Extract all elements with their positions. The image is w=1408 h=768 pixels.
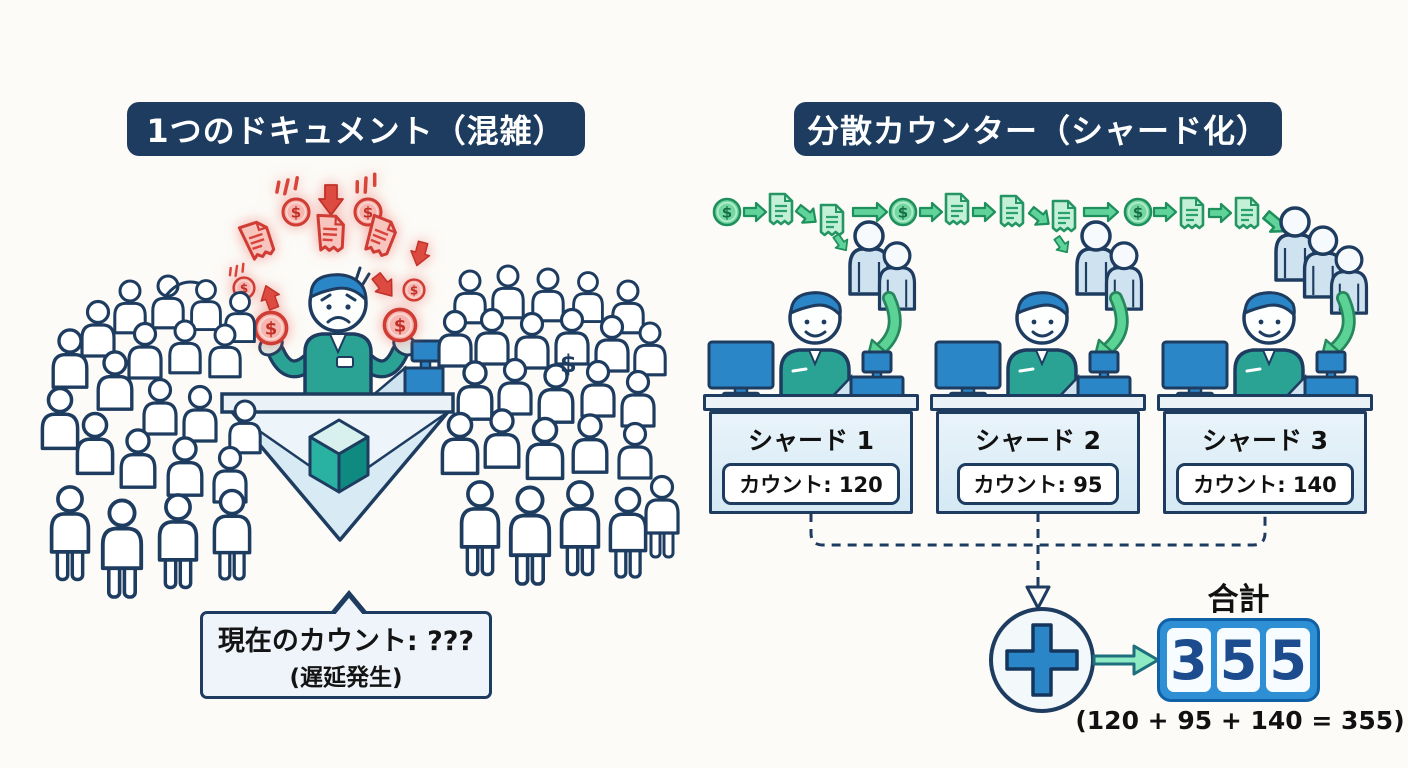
station-scene: [1161, 206, 1369, 402]
arrow-right-long-icon: [1082, 201, 1120, 223]
total-formula: (120 + 95 + 140 = 355): [1075, 706, 1405, 735]
count-bubble: 現在のカウント: ??? (遅延発生): [200, 590, 492, 699]
receipt-icon: [768, 192, 794, 226]
single-document-scene: $: [40, 172, 680, 599]
cash-register-icon: [1055, 350, 1132, 400]
shard-station: シャード 1 カウント: 120: [681, 220, 941, 530]
right-panel-title: 分散カウンター（シャード化）: [794, 102, 1282, 156]
receipt-icon: [1051, 199, 1077, 233]
customer-queue: [1075, 220, 1144, 311]
receipt-icon: [1179, 196, 1205, 230]
arrow-right-icon: [742, 201, 768, 223]
total-digit: 5: [1266, 628, 1311, 692]
receipt-icon: [944, 192, 970, 226]
shard-station: シャード 2 カウント: 95: [908, 220, 1168, 530]
customer-queue: [848, 220, 917, 311]
shard-desk-bar: [703, 394, 919, 411]
document-cube-icon: [308, 418, 370, 494]
shard-desk: シャード 3 カウント: 140: [1163, 411, 1367, 514]
bubble-delay-text: (遅延発生): [289, 664, 403, 691]
dollar-coin-icon: [888, 197, 918, 227]
arrow-down-right-icon: [791, 200, 823, 230]
dollar-squiggle: $: [560, 350, 577, 378]
stressed-cashier-icon: [258, 266, 418, 398]
arrow-right-long-icon: [851, 201, 889, 223]
shard-label: シャード 2: [974, 426, 1102, 455]
shard-label: シャード 3: [1201, 426, 1329, 455]
total-digit: 5: [1216, 628, 1261, 692]
plus-icon: [1005, 623, 1079, 697]
left-panel-title: 1つのドキュメント（混雑）: [127, 102, 585, 156]
monitor-icon: [1161, 340, 1229, 401]
monitor-icon: [934, 340, 1002, 401]
shard-desk: シャード 2 カウント: 95: [936, 411, 1140, 514]
shard-count: カウント: 95: [956, 463, 1120, 505]
arrow-to-total-icon: [1092, 644, 1160, 676]
arrow-right-icon: [1152, 201, 1178, 223]
arrow-right-icon: [1207, 202, 1233, 224]
happy-cashier-icon: [1006, 291, 1078, 402]
total-label: 合計: [1207, 582, 1270, 618]
monitor-icon: [707, 340, 775, 401]
arrow-right-icon: [918, 201, 944, 223]
station-scene: [707, 220, 917, 402]
arrow-down-right-icon: [1024, 202, 1056, 232]
shard-label: シャード 1: [747, 426, 875, 455]
station-scene: [934, 220, 1144, 402]
shard-station: シャード 3 カウント: 140: [1135, 206, 1395, 530]
dollar-coin-icon: [1123, 197, 1153, 227]
happy-cashier-icon: [779, 291, 851, 402]
bubble-count-text: 現在のカウント: ???: [217, 625, 475, 657]
shard-desk: シャード 1 カウント: 120: [709, 411, 913, 514]
shard-desk-bar: [930, 394, 1146, 411]
shard-desk-bar: [1157, 394, 1373, 411]
down-arrow-icon: [1025, 585, 1051, 610]
shard-count: カウント: 140: [1176, 463, 1354, 505]
dollar-coin-icon: [712, 197, 742, 227]
arrow-right-icon: [971, 201, 997, 223]
swoosh-line: [163, 280, 200, 299]
cash-register-icon: [828, 350, 905, 400]
shard-count: カウント: 120: [722, 463, 900, 505]
sum-connector: [809, 513, 1267, 610]
happy-cashier-icon: [1233, 291, 1305, 402]
receipt-icon: [999, 194, 1025, 228]
sum-circle: [989, 607, 1095, 713]
receipt-icon: [1234, 196, 1260, 230]
total-digit: 3: [1167, 628, 1211, 692]
